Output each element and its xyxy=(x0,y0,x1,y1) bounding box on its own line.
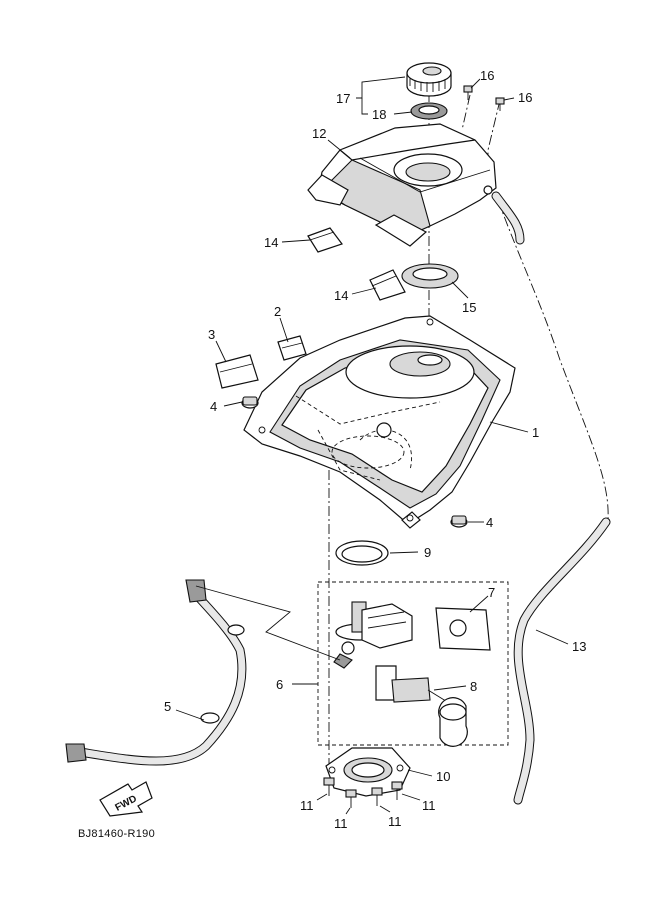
pump-gasket-plate xyxy=(325,747,411,797)
callout-16-right: 16 xyxy=(518,90,532,105)
callout-2: 2 xyxy=(274,304,281,319)
fuel-pump-assembly-box xyxy=(317,581,509,746)
callout-4-right: 4 xyxy=(486,515,493,530)
screw-11-d xyxy=(391,781,403,800)
bolt-4-left xyxy=(241,396,259,409)
fuel-tank xyxy=(243,315,516,529)
callout-11-d: 11 xyxy=(422,798,436,813)
pump-bracket xyxy=(435,607,491,651)
callout-3: 3 xyxy=(208,327,215,342)
forward-direction-arrow xyxy=(99,781,153,817)
callout-12: 12 xyxy=(312,126,326,141)
screw-11-c xyxy=(371,787,383,806)
callout-11-b: 11 xyxy=(334,816,348,831)
label-sticker-3 xyxy=(215,354,259,389)
callout-labels: 17 18 16 16 12 14 14 15 2 3 4 1 4 9 7 6 … xyxy=(164,68,586,831)
callout-14-upper: 14 xyxy=(264,235,278,250)
filler-seal xyxy=(401,263,459,289)
callout-11-c: 11 xyxy=(388,814,402,829)
callout-7: 7 xyxy=(488,585,495,600)
bolt-16-right xyxy=(495,97,505,111)
assembly-center-lines xyxy=(328,92,609,770)
retaining-ring xyxy=(335,540,389,566)
fuel-hose-assembly xyxy=(65,579,247,766)
callout-16-left: 16 xyxy=(480,68,494,83)
hose-routing-lines xyxy=(195,585,341,661)
diagram-code: BJ81460-R190 xyxy=(78,828,155,840)
cap-gasket xyxy=(410,102,448,120)
callout-18: 18 xyxy=(372,107,386,122)
callout-leader-lines xyxy=(175,76,569,815)
callout-4-left: 4 xyxy=(210,399,217,414)
bolt-4-right xyxy=(450,515,468,528)
callout-10: 10 xyxy=(436,769,450,784)
screw-11-a xyxy=(323,777,335,796)
callout-17: 17 xyxy=(336,91,350,106)
breather-hose xyxy=(491,191,611,805)
fuel-level-sender xyxy=(375,665,468,747)
callout-1: 1 xyxy=(532,425,539,440)
callout-13: 13 xyxy=(572,639,586,654)
label-sticker-2 xyxy=(277,335,307,361)
callout-8: 8 xyxy=(470,679,477,694)
callout-5: 5 xyxy=(164,699,171,714)
callout-15: 15 xyxy=(462,300,476,315)
fuel-cap xyxy=(406,62,452,97)
fuel-pump-unit xyxy=(333,601,413,669)
tank-top-cover xyxy=(307,123,497,247)
tape-strip-upper xyxy=(307,227,343,253)
callout-9: 9 xyxy=(424,545,431,560)
screw-11-b xyxy=(345,789,357,808)
bolt-16-left xyxy=(463,85,473,100)
callout-14-lower: 14 xyxy=(334,288,348,303)
callout-6: 6 xyxy=(276,677,283,692)
callout-11-a: 11 xyxy=(300,798,314,813)
tape-strip-lower xyxy=(369,269,406,301)
